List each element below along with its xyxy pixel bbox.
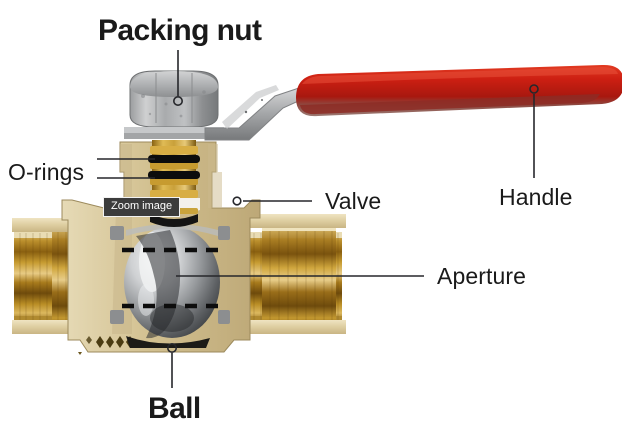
aperture-bore-lines [122,247,226,309]
handle-lever [204,85,306,141]
o-ring-lower [148,171,200,179]
label-handle: Handle [499,184,573,210]
right-pipe [242,214,346,334]
o-ring-upper [148,155,200,163]
handle-grip [296,64,622,117]
leader-lines [97,50,539,388]
label-aperture: Aperture [437,263,527,289]
label-o-rings: O-rings [8,159,85,185]
label-valve: Valve [325,188,382,214]
label-packing-nut: Packing nut [98,14,262,47]
zoom-image-button[interactable]: Zoom image [103,197,181,217]
ball-chrome [122,224,226,339]
label-ball: Ball [148,392,201,425]
